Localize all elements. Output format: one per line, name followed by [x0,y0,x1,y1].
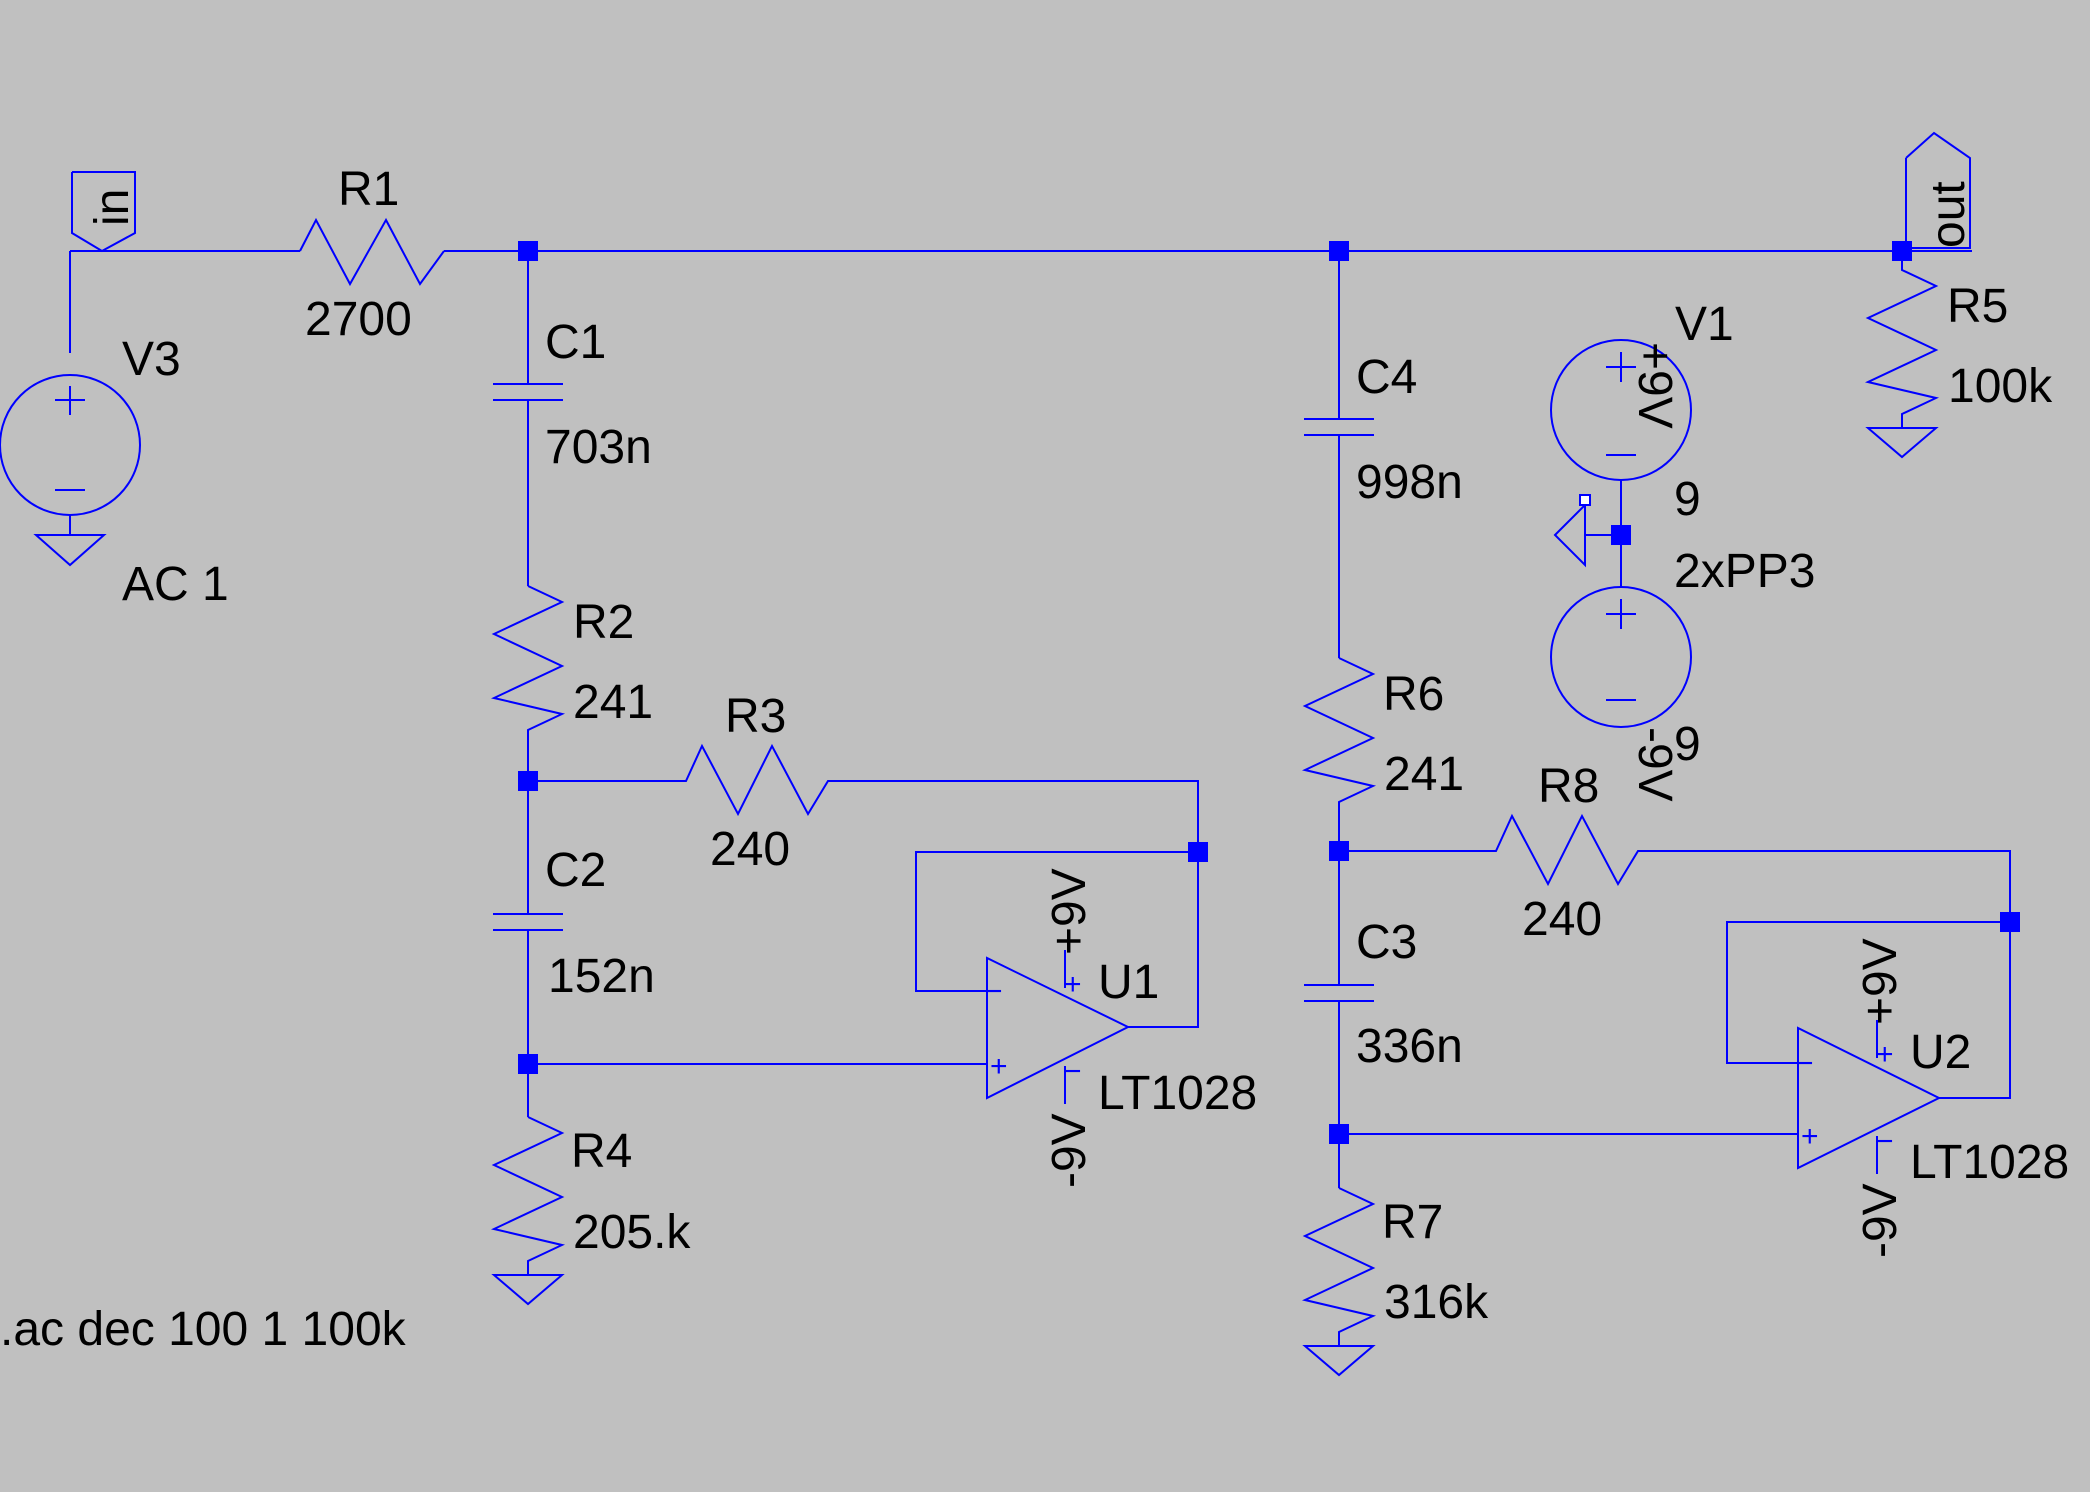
V1-neg-rail: -9V [1628,727,1681,802]
resistor-R5[interactable]: R5 100k [1864,251,2053,459]
resistor-R3[interactable]: R3 240 [528,690,1199,876]
source-V3[interactable]: V3 AC 1 [0,333,229,611]
U1-name: U1 [1098,956,1159,1009]
U1-pos-rail: +9V [1043,868,1096,955]
svg-text:−: − [1876,1125,1894,1158]
junction [1329,1124,1349,1144]
resistor-R4[interactable]: R4 205.k [490,1116,691,1306]
junction [2000,912,2020,932]
svg-text:+: + [1064,968,1082,1001]
U2-name: U2 [1910,1026,1971,1079]
capacitor-C4[interactable]: C4 998n [1304,251,1463,658]
junction [518,1054,538,1074]
junction [1892,241,1912,261]
C4-name: C4 [1356,351,1417,404]
C3-value: 336n [1356,1020,1463,1073]
svg-text:−: − [1064,1055,1082,1088]
sim-directive[interactable]: .ac dec 100 1 100k [0,1303,407,1356]
C2-value: 152n [548,950,655,1003]
port-out-label: out [1922,181,1975,248]
svg-text:+: + [1801,1120,1819,1153]
C2-name: C2 [545,844,606,897]
C1-value: 703n [545,421,652,474]
R4-value: 205.k [573,1206,691,1259]
U1-neg-rail: -9V [1043,1113,1096,1188]
junction [1329,241,1349,261]
V3-value: AC 1 [122,558,229,611]
R6-value: 241 [1384,748,1464,801]
R5-value: 100k [1948,360,2053,413]
U1-model: LT1028 [1098,1067,1257,1120]
V1-model: 2xPP3 [1674,545,1815,598]
capacitor-C3[interactable]: C3 336n [1304,851,1463,1188]
C1-name: C1 [545,316,606,369]
junctions [518,241,2020,1144]
V1-value-top: 9 [1674,473,1701,526]
resistor-R1[interactable]: R1 2700 [299,163,445,346]
R7-name: R7 [1382,1196,1443,1249]
R3-name: R3 [725,690,786,743]
resistor-R8[interactable]: R8 240 [1339,760,2011,946]
R7-value: 316k [1384,1276,1489,1329]
junction [1611,525,1631,545]
R1-value: 2700 [305,293,412,346]
svg-text:+: + [990,1050,1008,1083]
V3-name: V3 [122,333,181,386]
port-in[interactable]: in [71,171,139,253]
U2-pos-rail: +9V [1854,938,1907,1025]
R1-name: R1 [338,163,399,216]
resistor-R6[interactable]: R6 241 [1301,657,1464,851]
V1-value-bottom: 9 [1674,718,1701,771]
resistor-R7[interactable]: R7 316k [1301,1187,1489,1377]
svg-text:−: − [1796,1047,1814,1080]
R5-name: R5 [1947,280,2008,333]
wire-top-rail[interactable] [69,250,1972,353]
R6-name: R6 [1383,668,1444,721]
R8-value: 240 [1522,893,1602,946]
R3-value: 240 [710,823,790,876]
capacitor-C1[interactable]: C1 703n [493,251,652,586]
junction [1329,841,1349,861]
port-out[interactable]: out [1905,131,1975,249]
svg-text:−: − [985,975,1003,1008]
source-V1[interactable]: +9V -9V V1 9 2xPP3 9 [1550,298,1815,802]
port-in-label: in [86,189,139,226]
capacitor-C2[interactable]: C2 152n [493,781,655,1117]
R2-name: R2 [573,596,634,649]
V1-name: V1 [1675,298,1734,351]
U2-neg-rail: -9V [1854,1183,1907,1258]
C4-value: 998n [1356,456,1463,509]
R4-name: R4 [571,1125,632,1178]
opamp-U2[interactable]: − + + − +9V -9V U2 LT1028 [1339,921,2069,1258]
svg-text:+: + [1876,1038,1894,1071]
U2-model: LT1028 [1910,1136,2069,1189]
R8-name: R8 [1538,760,1599,813]
C3-name: C3 [1356,916,1417,969]
opamp-U1[interactable]: − + + − +9V -9V U1 LT1028 [528,851,1257,1188]
junction [518,771,538,791]
R2-value: 241 [573,676,653,729]
junction [1188,842,1208,862]
V1-pos-rail: +9V [1628,342,1681,429]
resistor-R2[interactable]: R2 241 [490,585,653,781]
junction [518,241,538,261]
